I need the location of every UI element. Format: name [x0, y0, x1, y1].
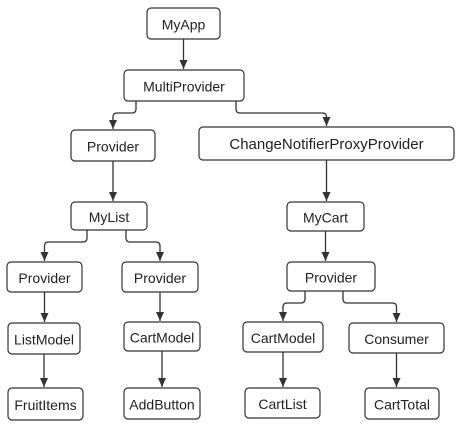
- node-box: [70, 201, 148, 231]
- node-box: [7, 322, 81, 355]
- node-label: ListModel: [14, 332, 74, 348]
- node-label: Consumer: [364, 331, 429, 347]
- node-cartmodel1: CartModel: [123, 321, 201, 352]
- node-box: [70, 129, 156, 162]
- node-carttotal: CartTotal: [364, 387, 440, 420]
- node-provider4: Provider: [286, 261, 376, 292]
- node-box: [123, 69, 245, 102]
- node-box: [123, 321, 201, 352]
- node-box: [198, 126, 455, 161]
- node-box: [242, 321, 324, 353]
- node-box: [146, 7, 221, 40]
- node-label: MyCart: [303, 210, 348, 226]
- node-cartlist: CartList: [244, 387, 321, 419]
- node-box: [244, 387, 321, 419]
- node-box: [121, 261, 199, 293]
- node-label: CartList: [258, 396, 306, 412]
- node-label: AddButton: [129, 397, 194, 413]
- node-consumer: Consumer: [348, 322, 445, 354]
- node-label: CartModel: [251, 330, 316, 346]
- node-mylist: MyList: [70, 201, 148, 231]
- node-label: Provider: [134, 270, 186, 286]
- node-addbutton: AddButton: [123, 387, 201, 420]
- node-box: [364, 387, 440, 420]
- edge-provider4-to-cartmodel2: [279, 291, 306, 321]
- node-label: ChangeNotifierProxyProvider: [229, 136, 423, 153]
- node-proxyprovider: ChangeNotifierProxyProvider: [198, 126, 455, 161]
- node-box: [6, 261, 83, 293]
- edge-provider4-to-consumer: [342, 291, 401, 322]
- node-myapp: MyApp: [146, 7, 221, 40]
- node-label: CartTotal: [374, 397, 430, 413]
- node-box: [286, 261, 376, 292]
- edge-multiprovider-to-proxyprovider: [235, 101, 331, 126]
- node-provider3: Provider: [121, 261, 199, 293]
- node-label: Provider: [305, 270, 357, 286]
- node-provider1: Provider: [70, 129, 156, 162]
- node-mycart: MyCart: [286, 201, 365, 232]
- node-label: MyApp: [162, 17, 206, 33]
- node-label: Provider: [18, 270, 70, 286]
- node-box: [7, 387, 84, 421]
- node-label: Provider: [87, 139, 139, 155]
- node-multiprovider: MultiProvider: [123, 69, 245, 102]
- node-label: CartModel: [130, 330, 195, 346]
- node-cartmodel2: CartModel: [242, 321, 324, 353]
- node-fruititems: FruitItems: [7, 387, 84, 421]
- node-label: MultiProvider: [143, 79, 225, 95]
- node-listmodel: ListModel: [7, 322, 81, 355]
- edge-mylist-to-provider3: [125, 230, 164, 261]
- node-provider2: Provider: [6, 261, 83, 293]
- node-label: MyList: [89, 209, 130, 225]
- edge-multiprovider-to-provider1: [109, 101, 137, 129]
- edges: [40, 39, 401, 387]
- node-box: [286, 201, 365, 232]
- node-label: FruitItems: [14, 397, 76, 413]
- node-box: [348, 322, 445, 354]
- edge-mylist-to-provider2: [40, 230, 88, 261]
- node-box: [123, 387, 201, 420]
